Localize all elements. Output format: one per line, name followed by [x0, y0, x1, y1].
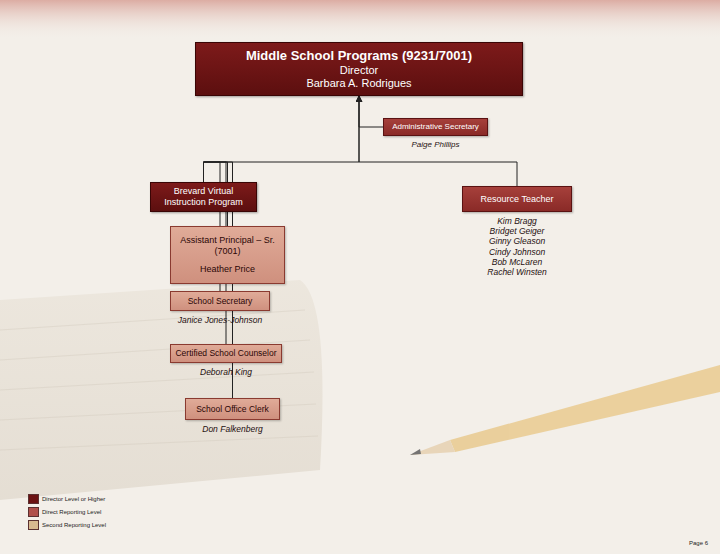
org-box: Resource TeacherKim BraggBridget GeigerG… [462, 186, 572, 212]
person-name: Cindy Johnson [487, 247, 546, 257]
legend-swatch [28, 507, 39, 517]
person-name: Janice Jones-Johnson [178, 315, 263, 325]
box-title: Brevard Virtual Instruction Program [155, 186, 252, 208]
page-edges [0, 310, 318, 450]
legend-text: Director Level or Higher [42, 496, 105, 502]
box-title: Certified School Counselor [175, 348, 277, 358]
reporting-line [204, 96, 360, 182]
person-name: Bob McLaren [487, 257, 546, 267]
box-title: Resource Teacher [467, 194, 567, 205]
box-title: School Secretary [175, 296, 265, 306]
box-detail: Director [200, 64, 518, 77]
pencil [410, 365, 720, 455]
box-detail: Heather Price [175, 264, 280, 275]
book-spine-blur [0, 0, 720, 40]
person-name: Kim Bragg [487, 216, 546, 226]
name-list: Don Falkenberg [202, 424, 262, 434]
box-title: Administrative Secretary [388, 122, 483, 132]
box-title: School Office Clerk [190, 404, 275, 414]
name-list: Janice Jones-Johnson [178, 315, 263, 325]
org-box: School Office ClerkDon Falkenberg [185, 398, 280, 420]
reporting-line [359, 96, 517, 186]
box-title: Assistant Principal – Sr. (7001) [175, 235, 280, 257]
org-box: School SecretaryJanice Jones-Johnson [170, 291, 270, 311]
legend-row: Second Reporting Level [28, 518, 106, 531]
legend-text: Direct Reporting Level [42, 509, 101, 515]
legend: Director Level or HigherDirect Reporting… [28, 492, 106, 531]
person-name: Ginny Gleason [487, 236, 546, 246]
person-name: Paige Phillips [411, 140, 459, 150]
person-name: Bridget Geiger [487, 226, 546, 236]
legend-row: Director Level or Higher [28, 492, 106, 505]
legend-swatch [28, 520, 39, 530]
person-name: Rachel Winsten [487, 267, 546, 277]
legend-text: Second Reporting Level [42, 522, 106, 528]
org-box: Administrative SecretaryPaige Phillips [383, 118, 488, 136]
box-detail: Barbara A. Rodrigues [200, 77, 518, 90]
book-stack [0, 280, 323, 500]
legend-row: Direct Reporting Level [28, 505, 106, 518]
legend-swatch [28, 494, 39, 504]
person-name: Deborah King [200, 367, 252, 377]
org-box: Brevard Virtual Instruction Program [150, 182, 257, 212]
page-number: Page 6 [689, 540, 708, 546]
org-box: Assistant Principal – Sr. (7001) Heather … [170, 226, 285, 284]
person-name: Don Falkenberg [202, 424, 262, 434]
org-box: Certified School CounselorDeborah King [170, 344, 282, 363]
name-list: Kim BraggBridget GeigerGinny GleasonCind… [487, 216, 546, 277]
box-title: Middle School Programs (9231/7001) [200, 48, 518, 64]
org-box: Middle School Programs (9231/7001)Direct… [195, 42, 523, 96]
reporting-line [359, 96, 383, 127]
name-list: Paige Phillips [411, 140, 459, 150]
name-list: Deborah King [200, 367, 252, 377]
